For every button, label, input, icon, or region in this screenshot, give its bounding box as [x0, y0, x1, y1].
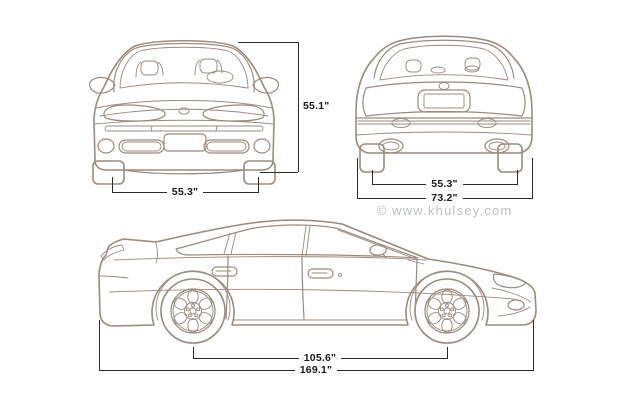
- front-height-tick-bottom: [260, 172, 298, 173]
- wheelbase-label: 105.6": [298, 352, 342, 364]
- rear-track-label-wrap: 55.3": [372, 178, 517, 191]
- front-view-drawing: [88, 39, 280, 185]
- front-track-label: 55.3": [166, 186, 204, 198]
- length-tick-right: [533, 320, 534, 371]
- front-height-tick-top: [238, 42, 298, 43]
- wheelbase-tick-right: [447, 347, 448, 359]
- rear-track-tick-right: [517, 170, 518, 185]
- wheelbase-tick-left: [193, 347, 194, 359]
- front-track-tick-left: [112, 177, 113, 193]
- length-label: 169.1": [294, 364, 338, 376]
- front-height-line: [298, 42, 299, 172]
- watermark: © www.khulsey.com: [376, 203, 513, 218]
- front-track-label-wrap: 55.3": [112, 186, 258, 199]
- length-label-wrap: 169.1": [99, 364, 533, 377]
- rear-width-tick-left: [357, 158, 358, 199]
- side-view-drawing: [98, 219, 537, 344]
- rear-view-drawing: [355, 35, 533, 173]
- rear-track-label: 55.3": [426, 178, 463, 190]
- rear-width-tick-right: [532, 158, 533, 199]
- front-height-label: 55.1": [303, 100, 330, 112]
- rear-width-label: 73.2": [426, 192, 463, 204]
- front-track-tick-right: [258, 177, 259, 193]
- rear-track-tick-left: [372, 170, 373, 185]
- rear-width-label-wrap: 73.2": [357, 192, 532, 205]
- length-tick-left: [99, 320, 100, 371]
- wheelbase-label-wrap: 105.6": [193, 352, 447, 365]
